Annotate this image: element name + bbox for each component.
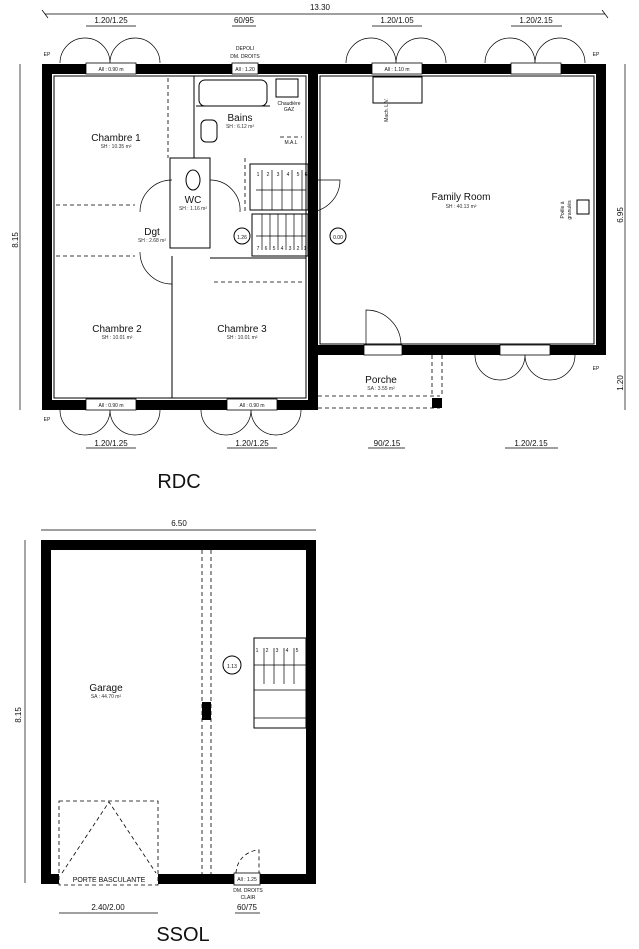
ssol-stairs — [253, 637, 307, 729]
stair-num: 4 — [281, 246, 284, 252]
bathtub — [198, 79, 268, 107]
stairs-lower — [251, 213, 309, 257]
room-chambre3: Chambre 3 — [217, 324, 267, 335]
chaudiere-2: GAZ — [284, 107, 294, 113]
poele-1: Poêle à — [560, 201, 566, 218]
dim-bottom-4: 1.20/2.15 — [514, 439, 548, 448]
stair-num: 3 — [289, 246, 292, 252]
area-wc: SH : 1.16 m² — [179, 206, 207, 212]
dim-bottom-1: 1.20/1.25 — [94, 439, 128, 448]
ssol-plan: 6.50 8.15 PORTE BASCULANTE 2.40/2.00 All… — [14, 519, 316, 946]
dim-porch-depth: 1.20 — [616, 375, 625, 391]
rdc-rooms: Chambre 1 SH : 10.35 m² Bains SH : 6.12 … — [91, 113, 490, 493]
dim-overall-width: 13.30 — [310, 3, 331, 12]
room-dgt: Dgt — [144, 227, 160, 238]
rdc-dimensions: 13.30 1.20/1.25 60/95 1.20/1.05 1.20/2.1… — [11, 3, 626, 449]
ssol-height: 8.15 — [14, 707, 23, 723]
poele-2: granulés — [567, 200, 573, 220]
area-garage: SA : 44.70 m² — [91, 694, 122, 700]
ssol-window-sill: All : 1.25 — [237, 877, 257, 883]
ssol-window-note-1: DM. DROITS — [233, 888, 263, 894]
stair-num: 5 — [297, 172, 300, 178]
level-marker — [222, 655, 242, 675]
area-family: SH : 40.13 m² — [446, 204, 477, 210]
ssol-width: 6.50 — [171, 519, 187, 528]
dim-right-height: 6.95 — [616, 207, 625, 223]
room-porche: Porche — [365, 375, 397, 386]
area-bains: SH : 6.12 m² — [226, 124, 254, 130]
dim-left-height: 8.15 — [11, 232, 20, 248]
rdc-walls — [42, 64, 606, 410]
stair-num: 1 — [256, 648, 259, 654]
ssol-window-dim: 60/75 — [237, 903, 258, 912]
ssol-level: 1.13 — [227, 664, 237, 670]
ep-label-4: EP — [593, 366, 600, 372]
chaudiere-1: Chaudière — [277, 101, 300, 107]
room-chambre1: Chambre 1 — [91, 133, 141, 144]
stair-num: 3 — [276, 648, 279, 654]
ssol-title: SSOL — [156, 924, 209, 946]
level-1: 1.26 — [237, 235, 247, 241]
stair-num: 1 — [257, 172, 260, 178]
ssol-window-note-2: CLAIR — [241, 895, 256, 901]
dim-bottom-2: 1.20/1.25 — [235, 439, 269, 448]
area-chambre3: SH : 10.01 m² — [227, 335, 258, 341]
garage-door-label: PORTE BASCULANTE — [73, 877, 146, 884]
level-marker — [233, 227, 251, 245]
area-chambre2: SH : 10.01 m² — [102, 335, 133, 341]
level-marker — [329, 227, 347, 245]
kitchen-sink — [372, 76, 423, 104]
sill-chambre1: All : 0.90 m — [98, 67, 123, 73]
mal-label: M.A.L — [284, 140, 297, 146]
stair-num: 2 — [297, 246, 300, 252]
dim-top-2: 60/95 — [234, 16, 255, 25]
stair-num: 5 — [273, 246, 276, 252]
stove — [576, 199, 590, 215]
stair-num: 3 — [277, 172, 280, 178]
room-family: Family Room — [432, 192, 491, 203]
stair-num: 4 — [287, 172, 290, 178]
sill-bains: All : 1.20 — [235, 67, 255, 73]
toilet — [185, 169, 201, 191]
room-wc: WC — [185, 195, 202, 206]
rdc-title: RDC — [157, 471, 200, 493]
room-chambre2: Chambre 2 — [92, 324, 142, 335]
dim-top-1: 1.20/1.25 — [94, 16, 128, 25]
bains-note-1: DEPOLI — [236, 46, 254, 52]
sill-kitchen: All : 1.10 m — [384, 67, 409, 73]
stair-num: 6 — [305, 172, 308, 178]
stair-num: 2 — [266, 648, 269, 654]
sill-chambre2: All : 0.90 m — [98, 403, 123, 409]
bains-note-2: DM. DROITS — [230, 54, 260, 60]
stairs-upper — [249, 163, 309, 211]
dim-bottom-3: 90/2.15 — [374, 439, 401, 448]
garage-door-dim: 2.40/2.00 — [91, 903, 125, 912]
rdc-openings: All : 0.90 m All : 1.20 DEPOLI DM. DROIT… — [44, 37, 600, 436]
stair-num: 7 — [257, 246, 260, 252]
room-bains: Bains — [227, 113, 252, 124]
mach-label: Mach. L.V. — [384, 98, 390, 121]
stair-num: 6 — [265, 246, 268, 252]
area-chambre1: SH : 10.35 m² — [101, 144, 132, 150]
stair-num: 5 — [296, 648, 299, 654]
ep-label-3: EP — [44, 417, 51, 423]
level-2: 0.00 — [333, 235, 343, 241]
dim-top-3: 1.20/1.05 — [380, 16, 414, 25]
stair-num: 4 — [286, 648, 289, 654]
ep-label-1: EP — [44, 52, 51, 58]
dim-top-4: 1.20/2.15 — [519, 16, 553, 25]
washbasin — [200, 119, 218, 143]
room-garage: Garage — [89, 683, 123, 694]
area-porche: SA : 3.55 m² — [367, 386, 395, 392]
area-dgt: SH : 2.68 m² — [138, 238, 166, 244]
stair-num: 2 — [267, 172, 270, 178]
stair-num: 1 — [304, 246, 307, 252]
rdc-fixtures: Chaudière GAZ M.A.L Mach. L.V. Poêle à g… — [185, 76, 590, 257]
boiler — [275, 78, 299, 98]
ep-label-2: EP — [593, 52, 600, 58]
sill-chambre3: All : 0.90 m — [239, 403, 264, 409]
